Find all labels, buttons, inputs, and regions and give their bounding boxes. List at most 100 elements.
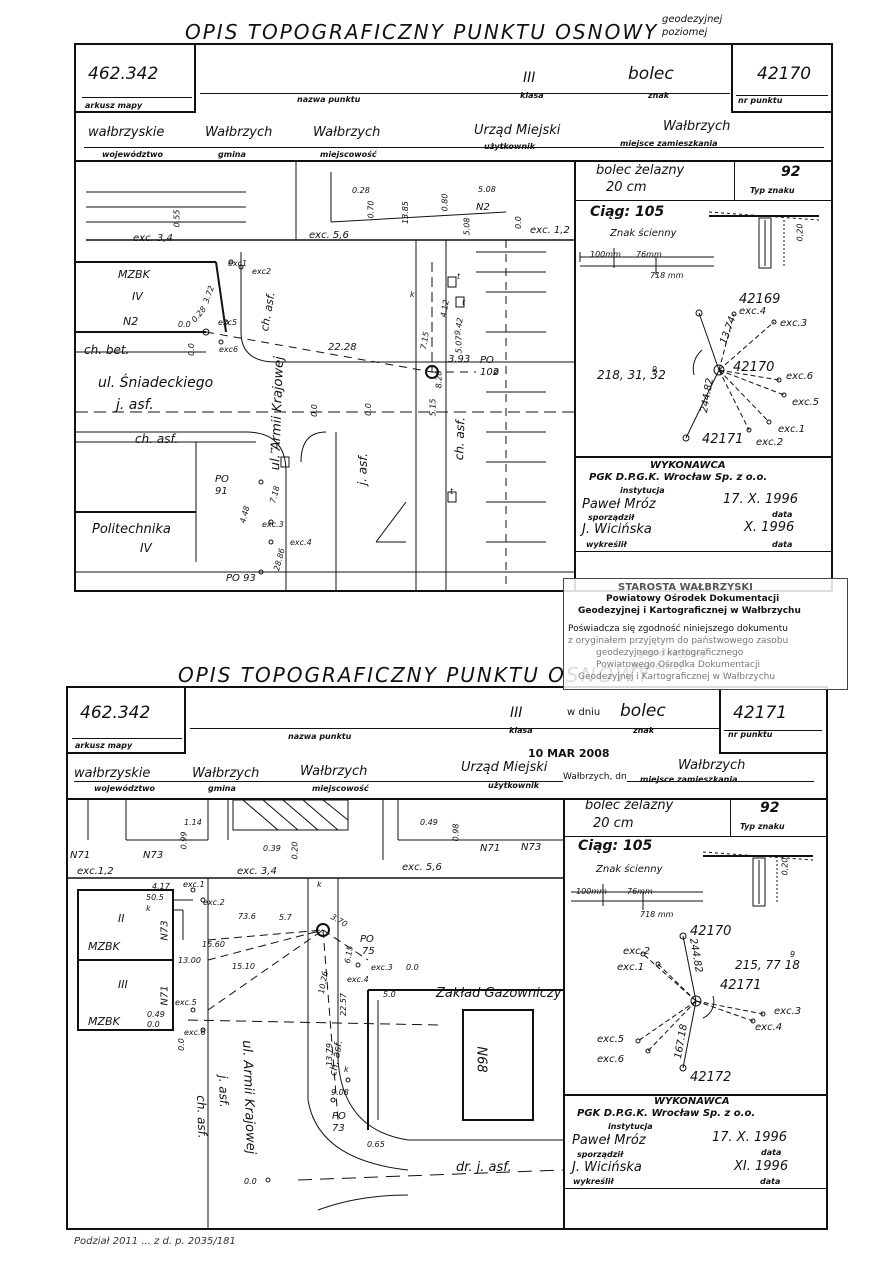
map-label: N2	[123, 315, 139, 328]
map-label: 0.0	[406, 963, 419, 972]
sheet1-map	[76, 162, 574, 590]
wyk-title: WYKONAWCA	[650, 460, 726, 471]
znak-scienny: Znak ścienny	[596, 864, 663, 875]
stamp-line5: z oryginałem przyjętym do państwowego za…	[568, 636, 789, 646]
map-label: 0.80	[440, 193, 450, 212]
map-label: j. asf.	[355, 452, 371, 486]
map-label: 5.08	[462, 217, 472, 236]
map-label: 22.28	[328, 342, 357, 353]
arkusz-value: 462.342	[88, 64, 159, 84]
map-label: 73	[332, 1123, 345, 1134]
data-label: data	[761, 1148, 782, 1157]
map-label: 50.5	[146, 893, 164, 902]
arkusz-value: 462.342	[80, 703, 151, 723]
angle: 218, 31, 32	[597, 368, 666, 382]
inst-label: instytucja	[608, 1122, 653, 1131]
typ-desc1: bolec żelazny	[596, 163, 685, 178]
uzyt-label: użytkownik	[484, 142, 535, 151]
data-label: data	[772, 510, 793, 519]
sheet-frame	[66, 686, 828, 1230]
map-label: dr. j. asf.	[456, 1160, 512, 1175]
map-label: 0.49	[420, 818, 438, 827]
exc-label: exc.2	[623, 946, 651, 957]
map-label: exc. 1,2	[530, 225, 570, 236]
klasa-label: klasa	[509, 726, 533, 735]
arkusz-label: arkusz mapy	[85, 101, 143, 110]
footer-text: Podział 2011 ... z d. p. 2035/181	[74, 1236, 236, 1247]
uzyt-value: Urząd Miejski	[461, 760, 548, 775]
map-label: N73	[521, 842, 542, 853]
map-label: exc1	[228, 259, 248, 268]
exc-label: exc.6	[597, 1054, 625, 1065]
map-label: 15.10	[232, 962, 255, 971]
nr-label: nr punktu	[738, 96, 783, 105]
map-label: k	[146, 904, 151, 913]
map-label: 8.28	[434, 370, 444, 389]
wyk-date: XI. 1996	[734, 1159, 789, 1174]
uzyt-label: użytkownik	[488, 781, 540, 790]
stamp-line7: Powiatowego Ośrodka Dokumentacji	[596, 660, 761, 670]
map-label: exc.3	[262, 520, 284, 529]
exc-label: exc.2	[756, 437, 784, 448]
pt-top: 42169	[739, 292, 781, 307]
map-label: 73.6	[238, 912, 256, 921]
miejsce-label: miejsce zamieszkania	[620, 139, 718, 148]
uzyt-value: Urząd Miejski	[474, 123, 561, 138]
map-label: exc.4	[347, 975, 369, 984]
exc-label: exc.3	[780, 318, 808, 329]
stamp-line1: STAROSTA WAŁBRZYSKI	[618, 582, 753, 593]
znak-scienny: Znak ścienny	[610, 228, 677, 239]
map-label: 91	[215, 486, 228, 497]
map-label: 1.14	[184, 818, 202, 827]
pt-center: 42170	[733, 360, 775, 375]
map-label: III	[118, 978, 128, 991]
map-label: 0.0	[176, 1038, 186, 1051]
map-label: exc.2	[203, 898, 225, 907]
map-label: MZBK	[88, 1015, 120, 1028]
map-label: 3.93	[448, 354, 471, 365]
wykr-label: wykreślił	[573, 1177, 614, 1186]
znak-label: znak	[648, 91, 670, 100]
map-label: ch. asf.	[452, 416, 468, 461]
map-label: 13.79	[324, 1043, 334, 1066]
wykr-label: wykreślił	[586, 540, 627, 549]
nr-box	[731, 43, 833, 113]
map-label: exc. 5,6	[309, 230, 349, 241]
typ-value: 92	[781, 164, 801, 180]
typ-label: Typ znaku	[750, 186, 795, 195]
map-label: N71	[159, 985, 171, 1006]
map-label: N2	[476, 202, 490, 213]
map-label: ch. asf.	[194, 1095, 210, 1139]
map-label: ul. Śniadeckiego	[98, 375, 214, 391]
exc-label: exc.4	[755, 1022, 783, 1033]
exc-label: exc.6	[786, 371, 814, 382]
exc-label: exc.5	[792, 397, 820, 408]
map-label: 9.08	[331, 1088, 349, 1097]
map-label: N73	[143, 850, 164, 861]
map-label: N71	[70, 850, 91, 861]
map-label: 0.28	[352, 186, 370, 195]
map-label: ch. bet.	[84, 343, 130, 357]
sheet2-schematic	[571, 851, 814, 1072]
title-sub-geodezyjnej: geodezyjnej	[662, 14, 723, 25]
miejsc-label: miejscowość	[320, 150, 377, 159]
map-label: MZBK	[118, 268, 150, 281]
stamp-date: 10 MAR 2008	[528, 747, 610, 760]
woj-label: województwo	[102, 150, 164, 159]
nr-value: 42171	[733, 703, 788, 723]
wyk-inst: PGK D.P.G.K. Wrocław Sp. z o.o.	[577, 1108, 756, 1119]
map-label: j. asf.	[116, 397, 154, 413]
title-sub-poziomej: poziomej	[662, 27, 708, 38]
map-label: Politechnika	[92, 522, 171, 537]
sporz-name: Paweł Mróz	[582, 497, 656, 512]
stamp-line2: Powiatowy Ośrodek Dokumentacji	[606, 594, 780, 604]
woj-value: wałbrzyskie	[74, 766, 151, 781]
map-label: IV	[140, 541, 152, 555]
sporz-label: sporządził	[588, 513, 635, 522]
dim-718: 718 mm	[650, 271, 684, 280]
map-label: exc. 3,4	[133, 233, 173, 244]
map-label: 0.0	[186, 343, 196, 356]
map-label: PO	[360, 934, 374, 945]
pt-top: 42170	[690, 924, 732, 939]
map-label: t	[457, 272, 461, 281]
